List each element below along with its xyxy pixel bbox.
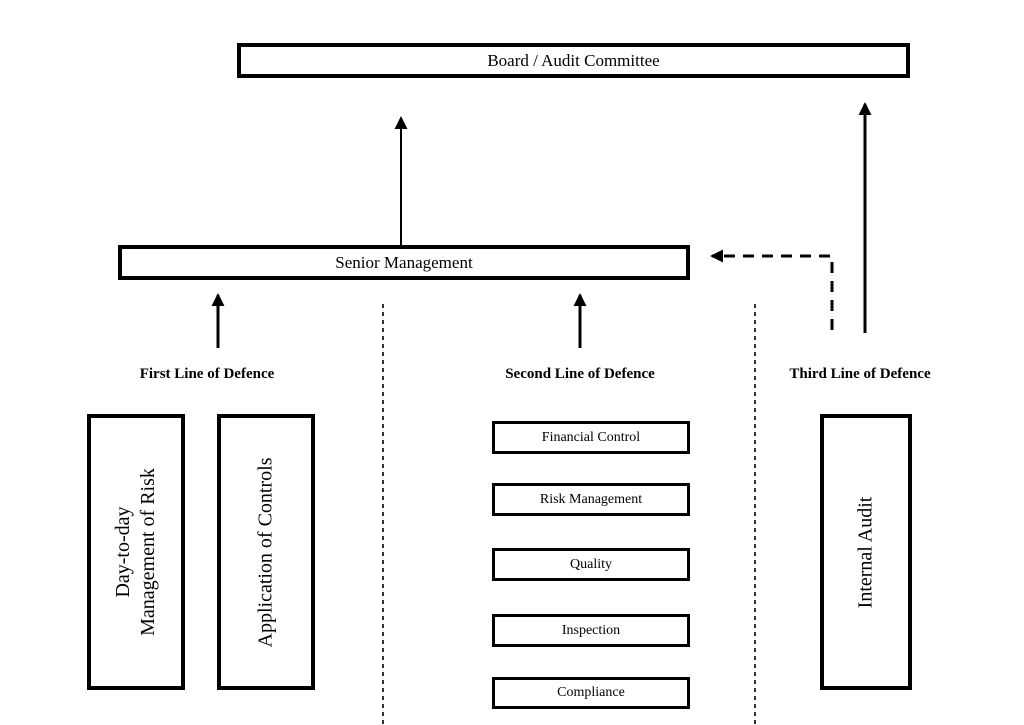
compliance-label: Compliance xyxy=(557,685,625,700)
day-to-day-management-of-risk-label: Day-to-day Management of Risk xyxy=(112,468,159,636)
inspection-box: Inspection xyxy=(492,614,690,647)
quality-box: Quality xyxy=(492,548,690,581)
board-audit-committee-box: Board / Audit Committee xyxy=(237,43,910,78)
senior-management-box: Senior Management xyxy=(118,245,690,280)
senior-management-label: Senior Management xyxy=(335,252,473,272)
day-to-day-management-of-risk-box: Day-to-day Management of Risk xyxy=(87,414,185,690)
internal-audit-label: Internal Audit xyxy=(854,496,877,608)
first-line-of-defence-label: First Line of Defence xyxy=(139,366,275,382)
risk-management-label: Risk Management xyxy=(539,491,643,507)
application-of-controls-label: Application of Controls xyxy=(254,457,277,647)
inspection-label: Inspection xyxy=(561,622,621,638)
financial-control-box: Financial Control xyxy=(492,421,690,454)
internal-audit-box: Internal Audit xyxy=(820,414,912,690)
financial-control-label: Financial Control xyxy=(541,429,641,445)
second-line-of-defence-label: Second Line of Defence xyxy=(505,366,655,382)
application-of-controls-box: Application of Controls xyxy=(217,414,315,690)
arrow-dashed-third-line-to-senior xyxy=(710,249,834,330)
compliance-box: Compliance xyxy=(492,677,690,709)
quality-label: Quality xyxy=(570,556,612,572)
risk-management-box: Risk Management xyxy=(492,483,690,516)
board-audit-committee-label: Board / Audit Committee xyxy=(487,50,660,70)
third-line-of-defence-label: Third Line of Defence xyxy=(789,366,931,382)
